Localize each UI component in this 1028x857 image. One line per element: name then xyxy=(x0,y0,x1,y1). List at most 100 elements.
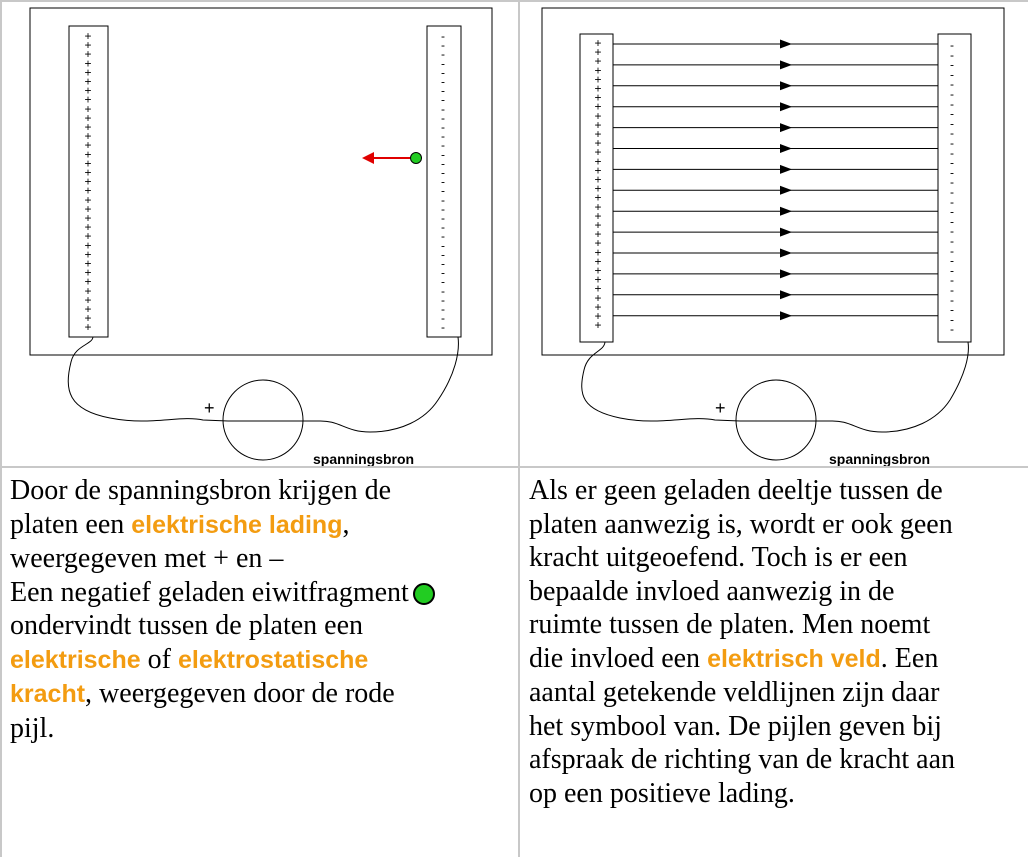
positive-charge-mark: + xyxy=(84,147,91,161)
positive-charge-mark: + xyxy=(594,109,601,123)
field-lines xyxy=(613,39,938,321)
term-kracht: kracht xyxy=(10,680,86,708)
negative-charge-mark: - xyxy=(441,266,445,280)
field-line-arrow xyxy=(780,102,792,112)
positive-charge-mark: + xyxy=(594,91,601,105)
negative-charge-mark: - xyxy=(441,184,445,198)
positive-charge-mark: + xyxy=(84,120,91,134)
positive-charge-mark: + xyxy=(84,311,91,325)
positive-charge-mark: + xyxy=(594,154,601,168)
positive-charge-mark: + xyxy=(84,202,91,216)
right-wire-positive xyxy=(581,341,741,422)
left-caption-line: Een negatief geladen eiwitfragment xyxy=(10,576,409,608)
positive-charge-mark: + xyxy=(594,118,601,132)
right-diagram: ++++++++++++++++++++++++++++++++ -------… xyxy=(541,7,1005,466)
positive-charge-mark: + xyxy=(84,193,91,207)
positive-charge-mark: + xyxy=(84,75,91,89)
negative-charge-mark: - xyxy=(950,244,954,258)
positive-charge-mark: + xyxy=(594,300,601,314)
negative-charge-mark: - xyxy=(950,97,954,111)
positive-charge-mark: + xyxy=(84,266,91,280)
positive-charge-mark: + xyxy=(594,163,601,177)
positive-charge-mark: + xyxy=(594,191,601,205)
field-line-arrow xyxy=(780,248,792,258)
positive-charge-mark: + xyxy=(594,72,601,86)
positive-charge-mark: + xyxy=(84,175,91,189)
negative-charge-mark: - xyxy=(441,65,445,79)
negative-charge-mark: - xyxy=(441,156,445,170)
positive-charge-mark: + xyxy=(84,257,91,271)
negative-charge-mark: - xyxy=(950,116,954,130)
positive-charge-mark: + xyxy=(84,302,91,316)
negative-charge-mark: - xyxy=(441,29,445,43)
negative-charge-mark: - xyxy=(441,238,445,252)
left-plus-sign: + xyxy=(204,398,215,418)
field-line-arrow xyxy=(780,60,792,70)
positive-charge-mark: + xyxy=(84,284,91,298)
field-line-arrow xyxy=(780,311,792,321)
positive-charge-mark: + xyxy=(84,320,91,334)
positive-charge-mark: + xyxy=(594,254,601,268)
left-caption-line: , weergegeven door de rode xyxy=(85,678,395,709)
positive-charge-mark: + xyxy=(84,93,91,107)
negative-charge-mark: - xyxy=(950,234,954,248)
negative-charge-mark: - xyxy=(441,138,445,152)
negative-charge-mark: - xyxy=(441,147,445,161)
positive-charge-mark: + xyxy=(594,100,601,114)
right-frame xyxy=(541,7,1005,356)
right-caption-line: aantal getekende veldlijnen zijn daar xyxy=(529,677,940,708)
field-line-arrow xyxy=(780,144,792,153)
negative-charge-mark: - xyxy=(950,77,954,91)
negative-charge-mark: - xyxy=(441,284,445,298)
negative-charge-mark: - xyxy=(441,302,445,316)
positive-charge-mark: + xyxy=(594,136,601,150)
positive-charge-mark: + xyxy=(594,227,601,241)
left-wire-negative xyxy=(300,336,459,433)
positive-charge-mark: + xyxy=(84,211,91,225)
positive-charge-mark: + xyxy=(594,236,601,250)
field-line-arrow xyxy=(780,81,792,91)
table-divider-horizontal xyxy=(0,466,1028,468)
negative-charge-mark: - xyxy=(950,107,954,121)
negative-charge-mark: - xyxy=(441,257,445,271)
positive-charge-mark: + xyxy=(594,36,601,50)
positive-charge-mark: + xyxy=(594,273,601,287)
capacitor-diagrams: +++++++++++++++++++++++++++++++++ ------… xyxy=(29,7,1005,466)
negative-charge-mark: - xyxy=(950,136,954,150)
negative-charge-mark: - xyxy=(950,293,954,307)
positive-charge-mark: + xyxy=(594,264,601,278)
field-line-arrow xyxy=(780,269,792,279)
positive-charge-mark: + xyxy=(594,127,601,141)
negative-charge-mark: - xyxy=(441,275,445,289)
right-caption-line: het symbool van. De pijlen geven bij xyxy=(529,710,942,742)
positive-charge-mark: + xyxy=(594,245,601,259)
left-caption-line: , xyxy=(342,508,350,540)
negative-charge-mark: - xyxy=(950,185,954,199)
positive-charge-mark: + xyxy=(594,145,601,159)
negative-charge-mark: - xyxy=(950,87,954,101)
negative-charge-mark: - xyxy=(441,84,445,98)
negative-charge-mark: - xyxy=(950,67,954,81)
left-wire-positive xyxy=(67,336,229,422)
left-diagram: +++++++++++++++++++++++++++++++++ ------… xyxy=(29,7,493,466)
negative-charge-mark: - xyxy=(441,129,445,143)
right-caption-line: platen aanwezig is, wordt er ook geen xyxy=(529,508,953,540)
term-elektrische-lading: elektrische lading xyxy=(131,510,343,539)
left-negative-charges: --------------------------------- xyxy=(441,29,445,334)
negative-charge-mark: - xyxy=(950,312,954,326)
negative-charge-mark: - xyxy=(441,293,445,307)
charged-particle xyxy=(410,152,422,164)
positive-charge-mark: + xyxy=(594,282,601,296)
positive-charge-mark: + xyxy=(594,182,601,196)
positive-charge-mark: + xyxy=(84,220,91,234)
field-line-arrow xyxy=(780,123,792,133)
left-caption-line: pijl. xyxy=(10,712,55,744)
left-voltage-source xyxy=(222,379,304,461)
right-caption-line: afspraak de richting van de kracht aan xyxy=(529,744,956,775)
negative-charge-mark: - xyxy=(441,229,445,243)
positive-charge-mark: + xyxy=(84,47,91,61)
left-caption-line: Door de spanningsbron krijgen de xyxy=(10,475,392,506)
negative-charge-mark: - xyxy=(441,202,445,216)
table-border-left xyxy=(0,0,2,857)
table-divider-vertical xyxy=(518,0,520,857)
